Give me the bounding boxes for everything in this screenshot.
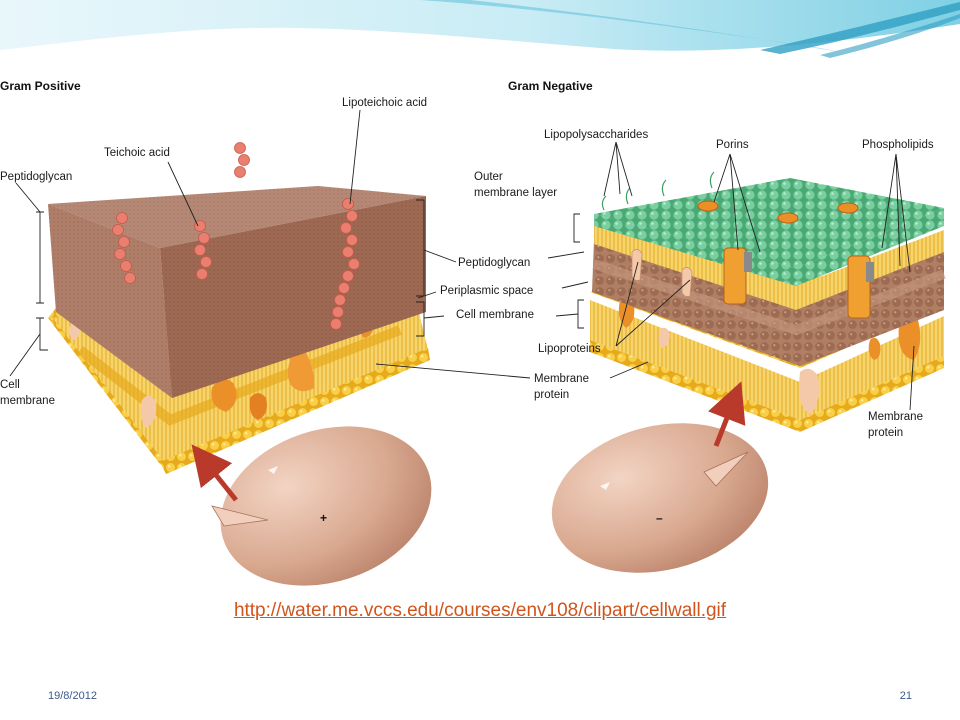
porins xyxy=(697,200,874,319)
gram-negative-diagram: Gram Negative Lipopolysaccharides Outer … xyxy=(474,79,946,573)
cell-wall-diagram: Gram Positive Peptidoglycan Teichoic aci… xyxy=(0,79,946,586)
label-cell-membrane-center: Cell membrane xyxy=(456,309,534,321)
gram-positive-peptidoglycan-block xyxy=(48,186,426,398)
label-teichoic-acid: Teichoic acid xyxy=(104,147,170,159)
gram-negative-cell-body xyxy=(551,423,769,573)
label-lipopolysaccharides: Lipopolysaccharides xyxy=(544,129,648,141)
label-membrane-protein-right-1: Membrane xyxy=(868,411,923,423)
teichoic-acid-chains xyxy=(112,142,250,284)
label-membrane-protein-center-1: Membrane xyxy=(534,373,589,385)
gram-negative-cell-sign: – xyxy=(656,511,663,525)
label-phospholipids: Phospholipids xyxy=(862,139,934,151)
gram-negative-title: Gram Negative xyxy=(508,79,593,93)
label-peptidoglycan-left: Peptidoglycan xyxy=(0,171,72,183)
header-wave-decoration xyxy=(0,0,960,60)
label-membrane-protein-center-2: protein xyxy=(534,389,569,401)
gram-positive-leader-lines xyxy=(9,109,531,379)
label-porins: Porins xyxy=(716,139,749,151)
gram-positive-cell-sign: + xyxy=(320,511,327,525)
shared-labels: Peptidoglycan Periplasmic space Cell mem… xyxy=(440,257,589,401)
label-outer-membrane-2: membrane layer xyxy=(474,187,557,199)
label-membrane-protein-right-2: protein xyxy=(868,427,903,439)
lipoteichoic-acid-chain xyxy=(330,198,360,330)
gram-positive-zoom-arrow xyxy=(191,444,238,502)
label-periplasmic-space: Periplasmic space xyxy=(440,285,533,297)
label-peptidoglycan-center: Peptidoglycan xyxy=(458,257,530,269)
label-cell-membrane-left-1: Cell xyxy=(0,379,20,391)
slide-date: 19/8/2012 xyxy=(48,690,97,702)
label-lipoproteins: Lipoproteins xyxy=(538,343,601,355)
label-outer-membrane-1: Outer xyxy=(474,171,503,183)
gram-negative-zoom-arrow xyxy=(708,381,746,447)
gram-positive-diagram: Gram Positive Peptidoglycan Teichoic aci… xyxy=(0,79,531,586)
label-lipoteichoic-acid: Lipoteichoic acid xyxy=(342,97,427,109)
source-link[interactable]: http://water.me.vccs.edu/courses/env108/… xyxy=(233,600,727,621)
gram-positive-title: Gram Positive xyxy=(0,79,81,93)
label-cell-membrane-left-2: membrane xyxy=(0,395,55,407)
gram-positive-cell-body xyxy=(211,426,432,586)
slide-number: 21 xyxy=(899,690,912,702)
gram-negative-leader-lines xyxy=(547,141,915,411)
